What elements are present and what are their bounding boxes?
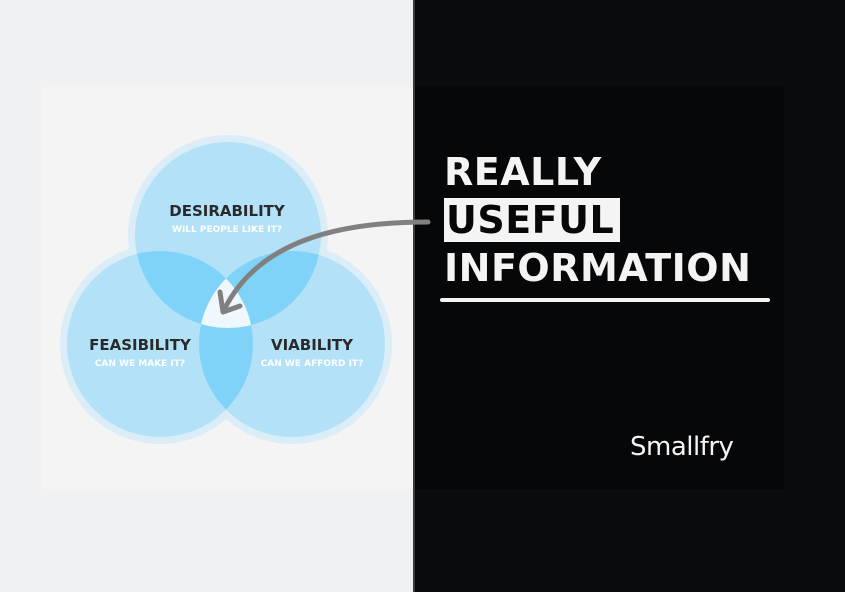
desirability-title: DESIRABILITY	[169, 202, 286, 220]
viability-title: VIABILITY	[271, 336, 354, 354]
feasibility-subtitle: CAN WE MAKE IT?	[95, 359, 185, 369]
viability-subtitle: CAN WE AFFORD IT?	[261, 359, 364, 369]
desirability-subtitle: WILL PEOPLE LIKE IT?	[172, 225, 282, 235]
feasibility-title: FEASIBILITY	[89, 336, 192, 354]
brand-logo: Smallfry	[630, 432, 734, 462]
headline-underline	[440, 298, 770, 302]
headline: REALLY USEFUL INFORMATION	[444, 148, 751, 292]
divider	[413, 0, 415, 592]
headline-line-1: REALLY	[444, 150, 602, 194]
headline-card	[415, 86, 784, 489]
curved-arrow-icon	[217, 219, 431, 315]
headline-line-3: INFORMATION	[444, 246, 752, 290]
headline-line-2-highlight: USEFUL	[444, 198, 621, 242]
